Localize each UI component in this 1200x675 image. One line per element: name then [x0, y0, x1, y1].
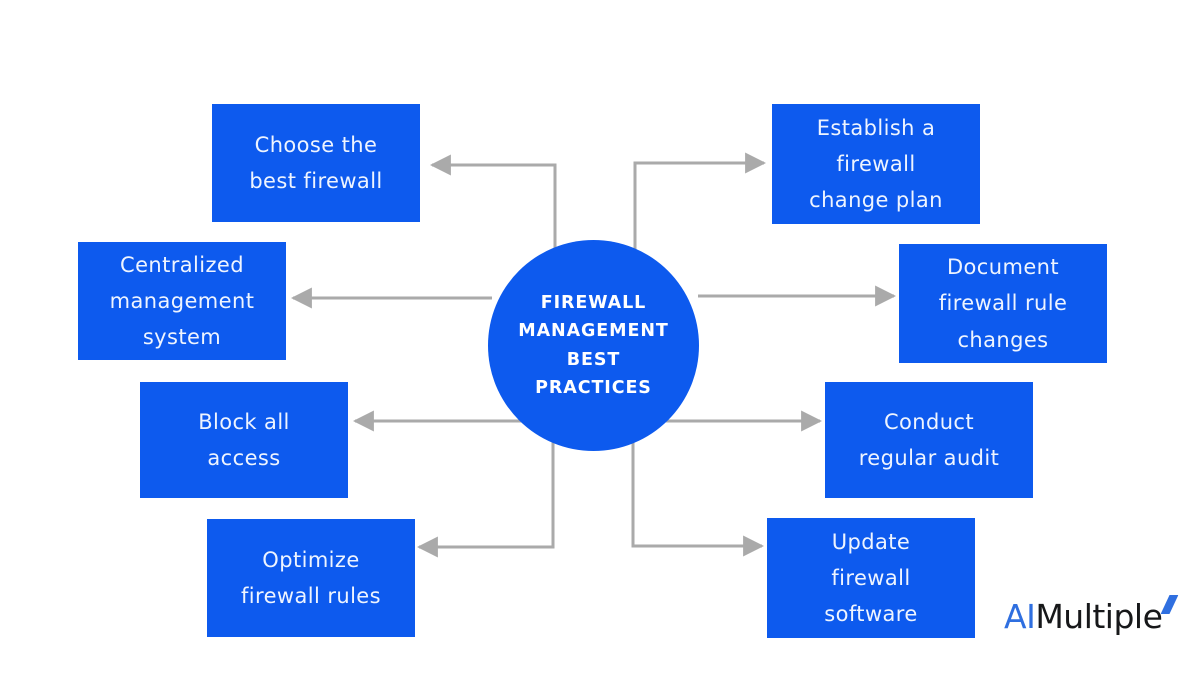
node-choose-best-firewall[interactable]: Choose the best firewall: [212, 104, 420, 222]
logo-text-ai: AI: [1004, 597, 1036, 636]
node-document-firewall-rule-changes[interactable]: Document firewall rule changes: [899, 244, 1107, 363]
node-label: Establish a firewall change plan: [809, 115, 943, 213]
node-label: Update firewall software: [824, 529, 918, 627]
logo-text-multiple: Multiple: [1035, 597, 1163, 636]
aimultiple-logo: AI Multiple: [1004, 600, 1176, 633]
hub-label: FIREWALL MANAGEMENT BEST PRACTICES: [518, 292, 669, 398]
node-label: Optimize firewall rules: [241, 547, 381, 608]
node-establish-firewall-change-plan[interactable]: Establish a firewall change plan: [772, 104, 980, 224]
connector-establish-firewall-change-plan: [633, 152, 767, 262]
node-label: Choose the best firewall: [249, 132, 383, 193]
node-conduct-regular-audit[interactable]: Conduct regular audit: [825, 382, 1033, 498]
node-label: Block all access: [198, 409, 290, 470]
connector-update-firewall-software: [631, 430, 765, 557]
node-label: Document firewall rule changes: [938, 255, 1068, 352]
node-label: Conduct regular audit: [858, 409, 1000, 470]
node-optimize-firewall-rules[interactable]: Optimize firewall rules: [207, 519, 415, 637]
node-block-all-access[interactable]: Block all access: [140, 382, 348, 498]
node-label: Centralized management system: [109, 252, 255, 350]
node-centralized-management-system[interactable]: Centralized management system: [78, 242, 286, 360]
connector-optimize-firewall-rules: [416, 430, 555, 558]
node-update-firewall-software[interactable]: Update firewall software: [767, 518, 975, 638]
hub-node-firewall-management-best-practices[interactable]: FIREWALL MANAGEMENT BEST PRACTICES: [488, 240, 699, 451]
connector-choose-best-firewall: [429, 154, 557, 262]
